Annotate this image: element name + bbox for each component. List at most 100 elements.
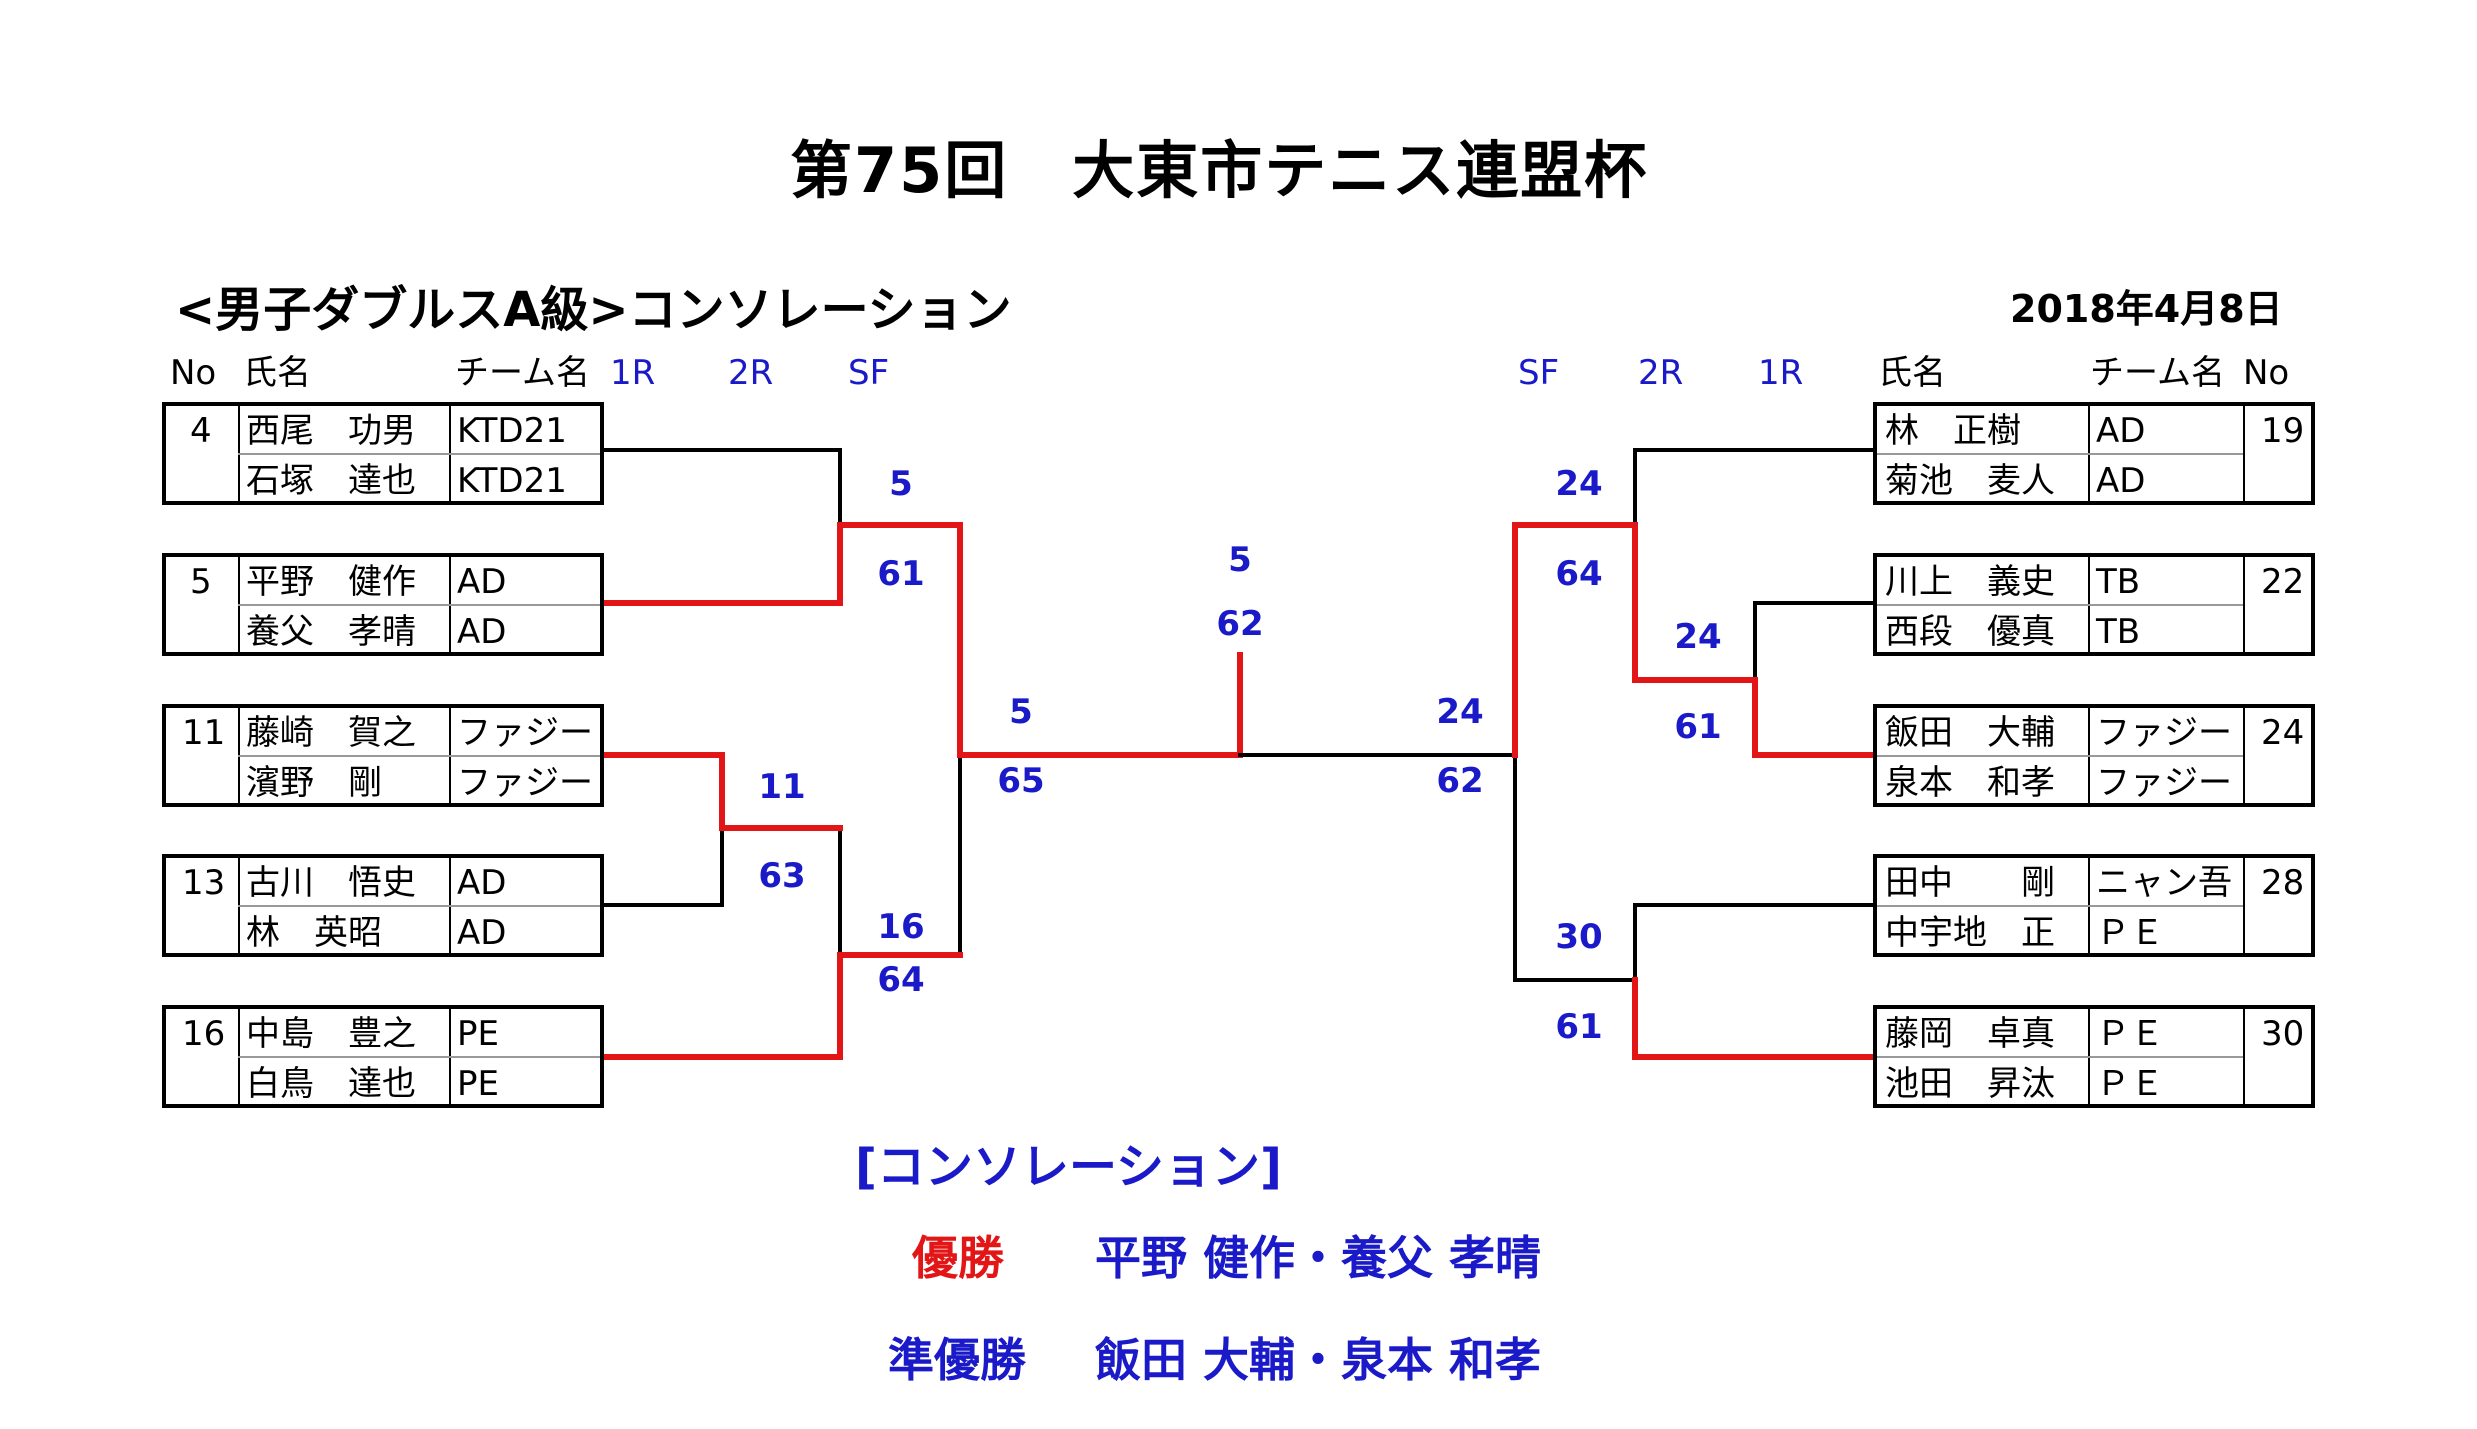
line-l-win-team11 [599, 752, 843, 831]
team-name: TB [2096, 612, 2141, 652]
header-sf-left: SF [848, 353, 890, 393]
team-name: KTD21 [457, 461, 567, 501]
line-r-team22 [1753, 601, 1877, 682]
team-no: 5 [190, 562, 212, 602]
player-name: 養父 孝晴 [246, 612, 416, 652]
line-l-team13 [600, 826, 724, 907]
team-name: AD [2096, 461, 2146, 501]
player-name: 西段 優真 [1885, 612, 2055, 652]
score-r-2r-top-winner: 24 [1555, 464, 1603, 504]
team-name: PE [457, 1014, 499, 1054]
header-1r-right: 1R [1758, 353, 1804, 393]
player-name: 泉本 和孝 [1885, 763, 2055, 803]
player-name: 林 英昭 [246, 913, 382, 953]
runnerup-label: 準優勝 [888, 1333, 1026, 1387]
score-l-2r-top-score: 61 [877, 554, 925, 594]
header-name-left: 氏名 [243, 353, 311, 393]
score-l-1r-winner: 11 [758, 767, 806, 807]
team-name: KTD21 [457, 411, 567, 451]
player-name: 西尾 功男 [246, 411, 416, 451]
team-name: AD [2096, 411, 2146, 451]
team-name: AD [457, 913, 507, 953]
score-final-score: 62 [1216, 604, 1264, 644]
team-box-right-3: 飯田 大輔 ファジー 泉本 和孝 ファジー 24 [1873, 704, 2315, 807]
player-name: 飯田 大輔 [1885, 713, 2055, 753]
team-box-left-2: 5 平野 健作 AD 養父 孝晴 AD [162, 553, 604, 656]
team-box-left-4: 13 古川 悟史 AD 林 英昭 AD [162, 854, 604, 957]
runnerup-names: 飯田 大輔・泉本 和孝 [1095, 1333, 1542, 1387]
team-name: AD [457, 562, 507, 602]
line-r-team28 [1633, 903, 1877, 982]
team-no: 22 [2261, 562, 2305, 602]
player-name: 濱野 剛 [246, 763, 382, 803]
header-no-right: No [2243, 353, 2290, 393]
header-2r-right: 2R [1638, 353, 1684, 393]
score-r-1r-winner: 24 [1674, 617, 1722, 657]
header-1r-left: 1R [610, 353, 656, 393]
team-name: AD [457, 863, 507, 903]
header-team-right: チーム名 [2090, 353, 2225, 393]
line-l-team4 [600, 448, 842, 527]
player-name: 中島 豊之 [246, 1014, 416, 1054]
team-name: TB [2096, 562, 2141, 602]
score-l-1r-score: 63 [758, 856, 806, 896]
score-r-2r-bot-winner: 30 [1555, 917, 1603, 957]
team-no: 24 [2261, 713, 2305, 753]
line-l-win-team5 [599, 522, 1243, 758]
player-name: 菊池 麦人 [1885, 461, 2055, 501]
line-r-team19 [1633, 448, 1877, 527]
consolation-heading: [コンソレーション] [855, 1139, 1282, 1195]
team-name: PE [457, 1064, 499, 1104]
team-no: 28 [2261, 863, 2305, 903]
team-box-left-1: 4 西尾 功男 KTD21 石塚 達也 KTD21 [162, 402, 604, 505]
player-name: 藤崎 賀之 [246, 713, 416, 753]
player-name: 石塚 達也 [246, 461, 416, 501]
score-r-sf-winner: 24 [1436, 692, 1484, 732]
score-l-2r-bot-winner: 16 [877, 907, 925, 947]
bracket-subtitle: <男子ダブルスA級>コンソレーション [175, 282, 1012, 338]
team-name: ファジー [2096, 763, 2232, 803]
team-no: 19 [2261, 411, 2305, 451]
header-no-left: No [170, 353, 217, 393]
player-name: 林 正樹 [1885, 411, 2021, 451]
score-r-2r-top-score: 64 [1555, 554, 1603, 594]
team-name: ＰＥ [2096, 1014, 2164, 1054]
score-l-2r-top-winner: 5 [889, 464, 913, 504]
header-team-left: チーム名 [455, 353, 590, 393]
score-l-sf-score: 65 [997, 761, 1045, 801]
team-no: 16 [182, 1014, 226, 1054]
team-box-right-4: 田中 剛 ニャン吾 中宇地 正 ＰＥ 28 [1873, 854, 2315, 957]
score-l-sf-winner: 5 [1009, 692, 1033, 732]
player-name: 川上 義史 [1885, 562, 2055, 602]
team-name: ＰＥ [2096, 1064, 2164, 1104]
header-name-right: 氏名 [1878, 353, 1946, 393]
winner-label: 優勝 [912, 1231, 1004, 1285]
team-name: ＰＥ [2096, 913, 2164, 953]
team-name: ファジー [2096, 713, 2232, 753]
line-r-sf-down [1513, 753, 1637, 982]
score-r-1r-score: 61 [1674, 707, 1722, 747]
line-l-win-team16 [599, 952, 963, 1060]
event-date: 2018年4月8日 [2010, 287, 2283, 331]
line-r-win-team30 [1632, 977, 1878, 1060]
player-name: 古川 悟史 [246, 863, 416, 903]
player-name: 池田 昇汰 [1885, 1064, 2055, 1104]
team-no: 11 [182, 713, 226, 753]
player-name: 藤岡 卓真 [1885, 1014, 2055, 1054]
score-r-sf-score: 62 [1436, 761, 1484, 801]
team-box-left-5: 16 中島 豊之 PE 白鳥 達也 PE [162, 1005, 604, 1108]
player-name: 中宇地 正 [1885, 913, 2055, 953]
team-no: 4 [190, 411, 212, 451]
team-name: AD [457, 612, 507, 652]
line-r-win-team24 [1512, 522, 1878, 758]
team-no: 13 [182, 863, 226, 903]
team-name: ニャン吾 [2096, 863, 2232, 903]
player-name: 白鳥 達也 [246, 1064, 416, 1104]
score-r-2r-bot-score: 61 [1555, 1007, 1603, 1047]
team-box-right-1: 林 正樹 AD 菊池 麦人 AD 19 [1873, 402, 2315, 505]
team-box-left-3: 11 藤崎 賀之 ファジー 濱野 剛 ファジー [162, 704, 604, 807]
score-l-2r-bot-score: 64 [877, 960, 925, 1000]
player-name: 平野 健作 [246, 562, 416, 602]
team-box-right-2: 川上 義史 TB 西段 優真 TB 22 [1873, 553, 2315, 656]
